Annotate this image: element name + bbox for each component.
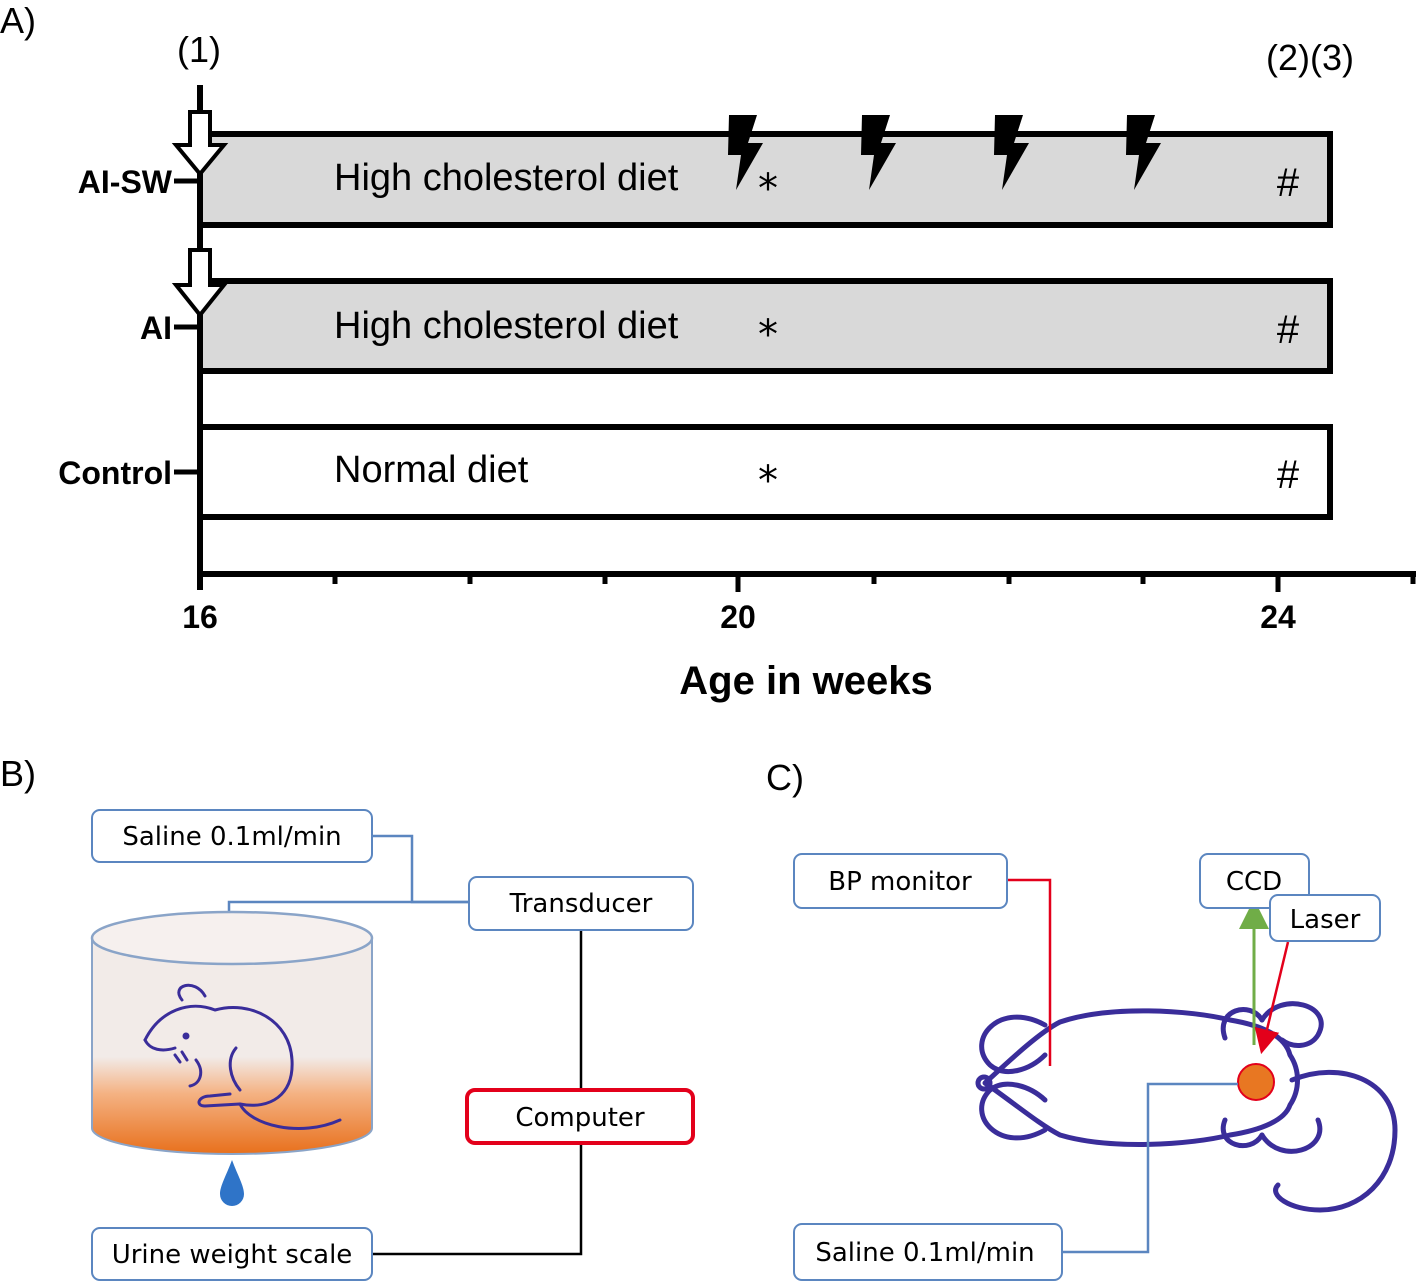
tick-label-20: 20 [720, 599, 756, 635]
star-marker-ai: * [758, 312, 778, 358]
computer-box: Computer [465, 1088, 695, 1145]
down-arrow-icon [171, 110, 229, 178]
group-label-control: Control [58, 455, 172, 491]
metabolic-cage [90, 910, 374, 1155]
group-ai-sw: AI-SW High cholesterol diet * # [78, 115, 1333, 228]
lightning-icon [994, 115, 1029, 190]
group-label-ai: AI [140, 310, 172, 346]
mouse-icon [143, 983, 342, 1130]
hash-marker-ai-sw: # [1277, 161, 1300, 205]
transducer-box: Transducer [468, 876, 694, 931]
tick-label-16: 16 [182, 599, 218, 635]
laser-spot [1237, 1063, 1275, 1101]
laser-box: Laser [1269, 894, 1381, 942]
tick-label-24: 24 [1260, 599, 1296, 635]
saline-label-b: Saline 0.1ml/min [122, 822, 341, 852]
star-marker-control: * [758, 458, 778, 504]
panel-c: C) BP m [766, 757, 1398, 1281]
bp-monitor-box: BP monitor [793, 853, 1008, 909]
computer-label: Computer [515, 1103, 645, 1133]
marker-1: (1) [177, 29, 221, 70]
urine-scale-box: Urine weight scale [91, 1227, 373, 1281]
panel-a: A) (1) (2)(3) 16 20 24 Age in weeks AI-S… [0, 0, 1416, 703]
lightning-icon [1126, 115, 1161, 190]
panel-b-label: B) [0, 753, 36, 794]
lightning-icon [728, 115, 763, 190]
diet-label-ai: High cholesterol diet [334, 305, 679, 347]
saline-box-b: Saline 0.1ml/min [91, 809, 373, 863]
panel-b: B) Sali [0, 753, 695, 1281]
urine-scale-label: Urine weight scale [112, 1240, 353, 1270]
group-ai: AI High cholesterol diet * # [140, 278, 1333, 374]
lightning-icon [861, 115, 896, 190]
diet-bar-ai [197, 278, 1333, 374]
ccd-label: CCD [1226, 867, 1282, 897]
panel-c-label: C) [766, 757, 804, 798]
laser-label: Laser [1290, 905, 1361, 935]
panel-a-label: A) [0, 0, 36, 41]
hash-marker-ai: # [1277, 308, 1300, 352]
axis-ticks [332, 574, 1416, 592]
group-label-ai-sw: AI-SW [78, 164, 173, 200]
urine-drop-icon [220, 1160, 244, 1206]
saline-label-c: Saline 0.1ml/min [815, 1238, 1034, 1268]
axis-title: Age in weeks [679, 659, 932, 703]
down-arrow-icon [171, 248, 229, 319]
diet-bar-control [197, 424, 1333, 520]
bp-monitor-label: BP monitor [828, 867, 972, 897]
diet-label-ai-sw: High cholesterol diet [334, 157, 679, 199]
panel-c-connectors [1007, 878, 1290, 1254]
transducer-label: Transducer [509, 889, 653, 919]
group-control: Control Normal diet * # [58, 424, 1333, 520]
mouse-top-view-icon [975, 1001, 1398, 1213]
diet-label-control: Normal diet [334, 449, 529, 491]
hash-marker-control: # [1277, 453, 1300, 497]
saline-box-c: Saline 0.1ml/min [793, 1223, 1063, 1281]
star-marker-ai-sw: * [758, 166, 778, 212]
marker-2-3: (2)(3) [1266, 37, 1354, 78]
